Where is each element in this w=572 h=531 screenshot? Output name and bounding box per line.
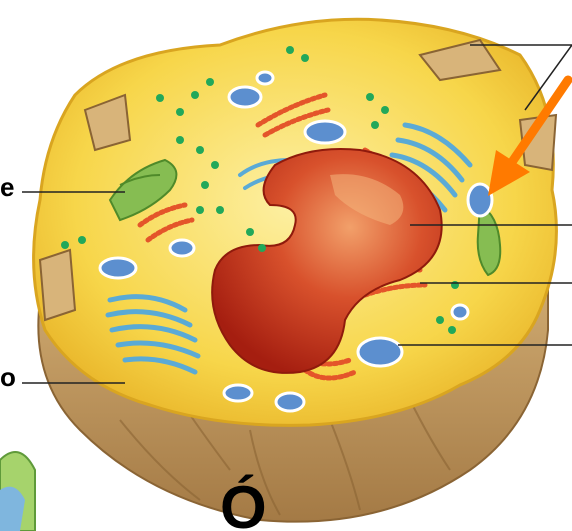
edge-label-left-top: e	[0, 174, 14, 200]
edge-label-bottom: Ó	[220, 478, 267, 531]
edge-label-left-bottom: o	[0, 364, 16, 390]
membrane-notch-left	[40, 250, 75, 320]
